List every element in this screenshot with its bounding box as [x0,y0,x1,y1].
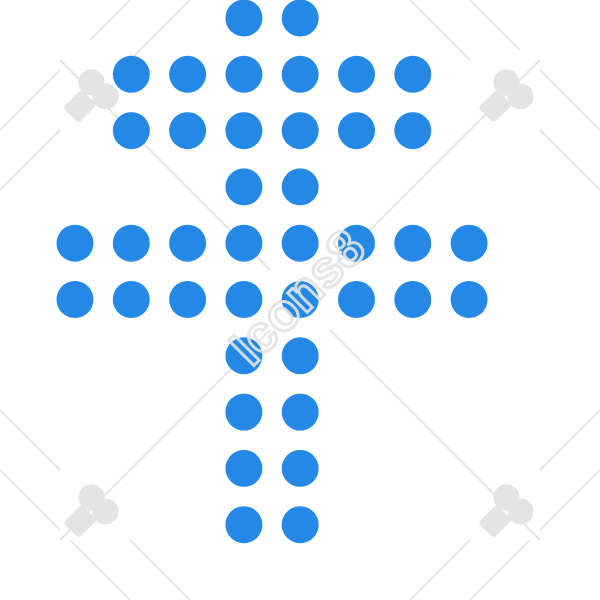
cross-dot [112,112,150,150]
cross-dot [281,281,319,318]
cross-dot [225,393,263,431]
cross-dot [169,281,207,318]
watermark-logo-icon [479,484,534,538]
cross-dot [112,224,150,262]
cross-dot [225,449,263,487]
cross-dot [281,0,319,37]
cross-dot [394,281,432,318]
cross-dot [225,337,263,375]
cross-dot [169,55,207,93]
cross-dot [338,224,375,262]
cross-dot [394,55,432,93]
watermark-logo-icon [479,69,534,123]
cross-dot [281,449,319,487]
cross-dot [394,224,432,262]
watermark-logo-icon [64,484,119,538]
cross-dot [281,168,319,206]
cross-dot [281,393,319,431]
cross-dot [281,55,319,93]
watermark-logo-icon [64,69,119,123]
cross-dot [225,506,263,544]
cross-dot [450,281,488,318]
cross-dot [56,281,94,318]
cross-dot [112,55,150,93]
cross-dot [338,281,375,318]
cross-dot [112,281,150,318]
cross-dot [281,506,319,544]
cross-dot [394,112,432,150]
cross-dot [338,112,375,150]
cross-dot [169,112,207,150]
cross-dot [338,55,375,93]
cross-dot [225,168,263,206]
watermark-text: Icons8 [219,219,376,376]
watermark-logo-marks [64,69,534,538]
cross-dot [225,0,263,37]
cross-dot [56,224,94,262]
cross-dot [225,55,263,93]
cross-dot [225,224,263,262]
cross-dot [225,281,263,318]
cross-dot [281,224,319,262]
cross-dot [169,224,207,262]
cross-dot [281,112,319,150]
cross-dot [450,224,488,262]
cross-dot [281,337,319,375]
cross-dot [225,112,263,150]
